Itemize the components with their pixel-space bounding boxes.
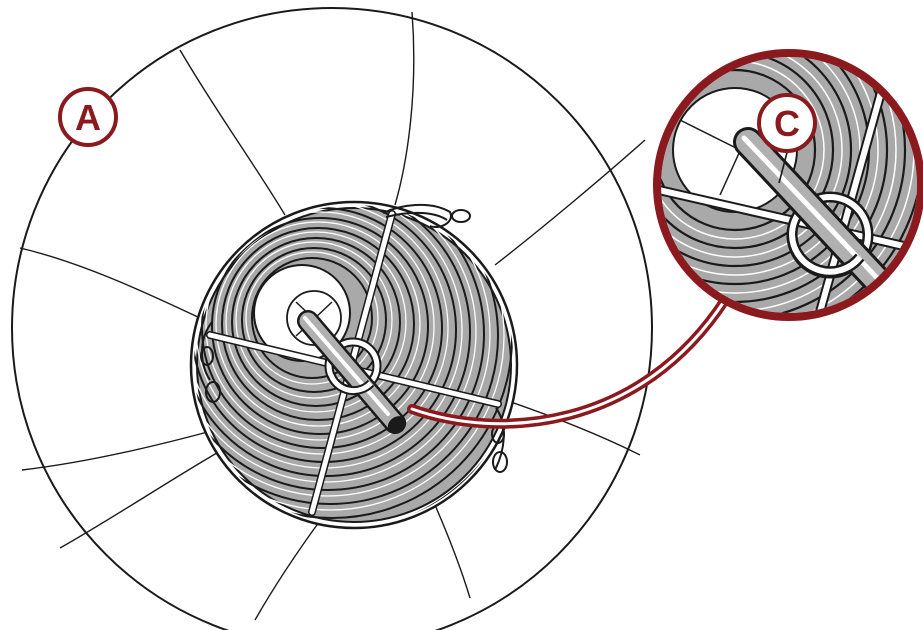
label-a-icon: A <box>60 89 116 145</box>
label-c-icon: C <box>759 95 815 151</box>
label-a-text: A <box>75 97 101 138</box>
label-c-text: C <box>774 103 800 144</box>
